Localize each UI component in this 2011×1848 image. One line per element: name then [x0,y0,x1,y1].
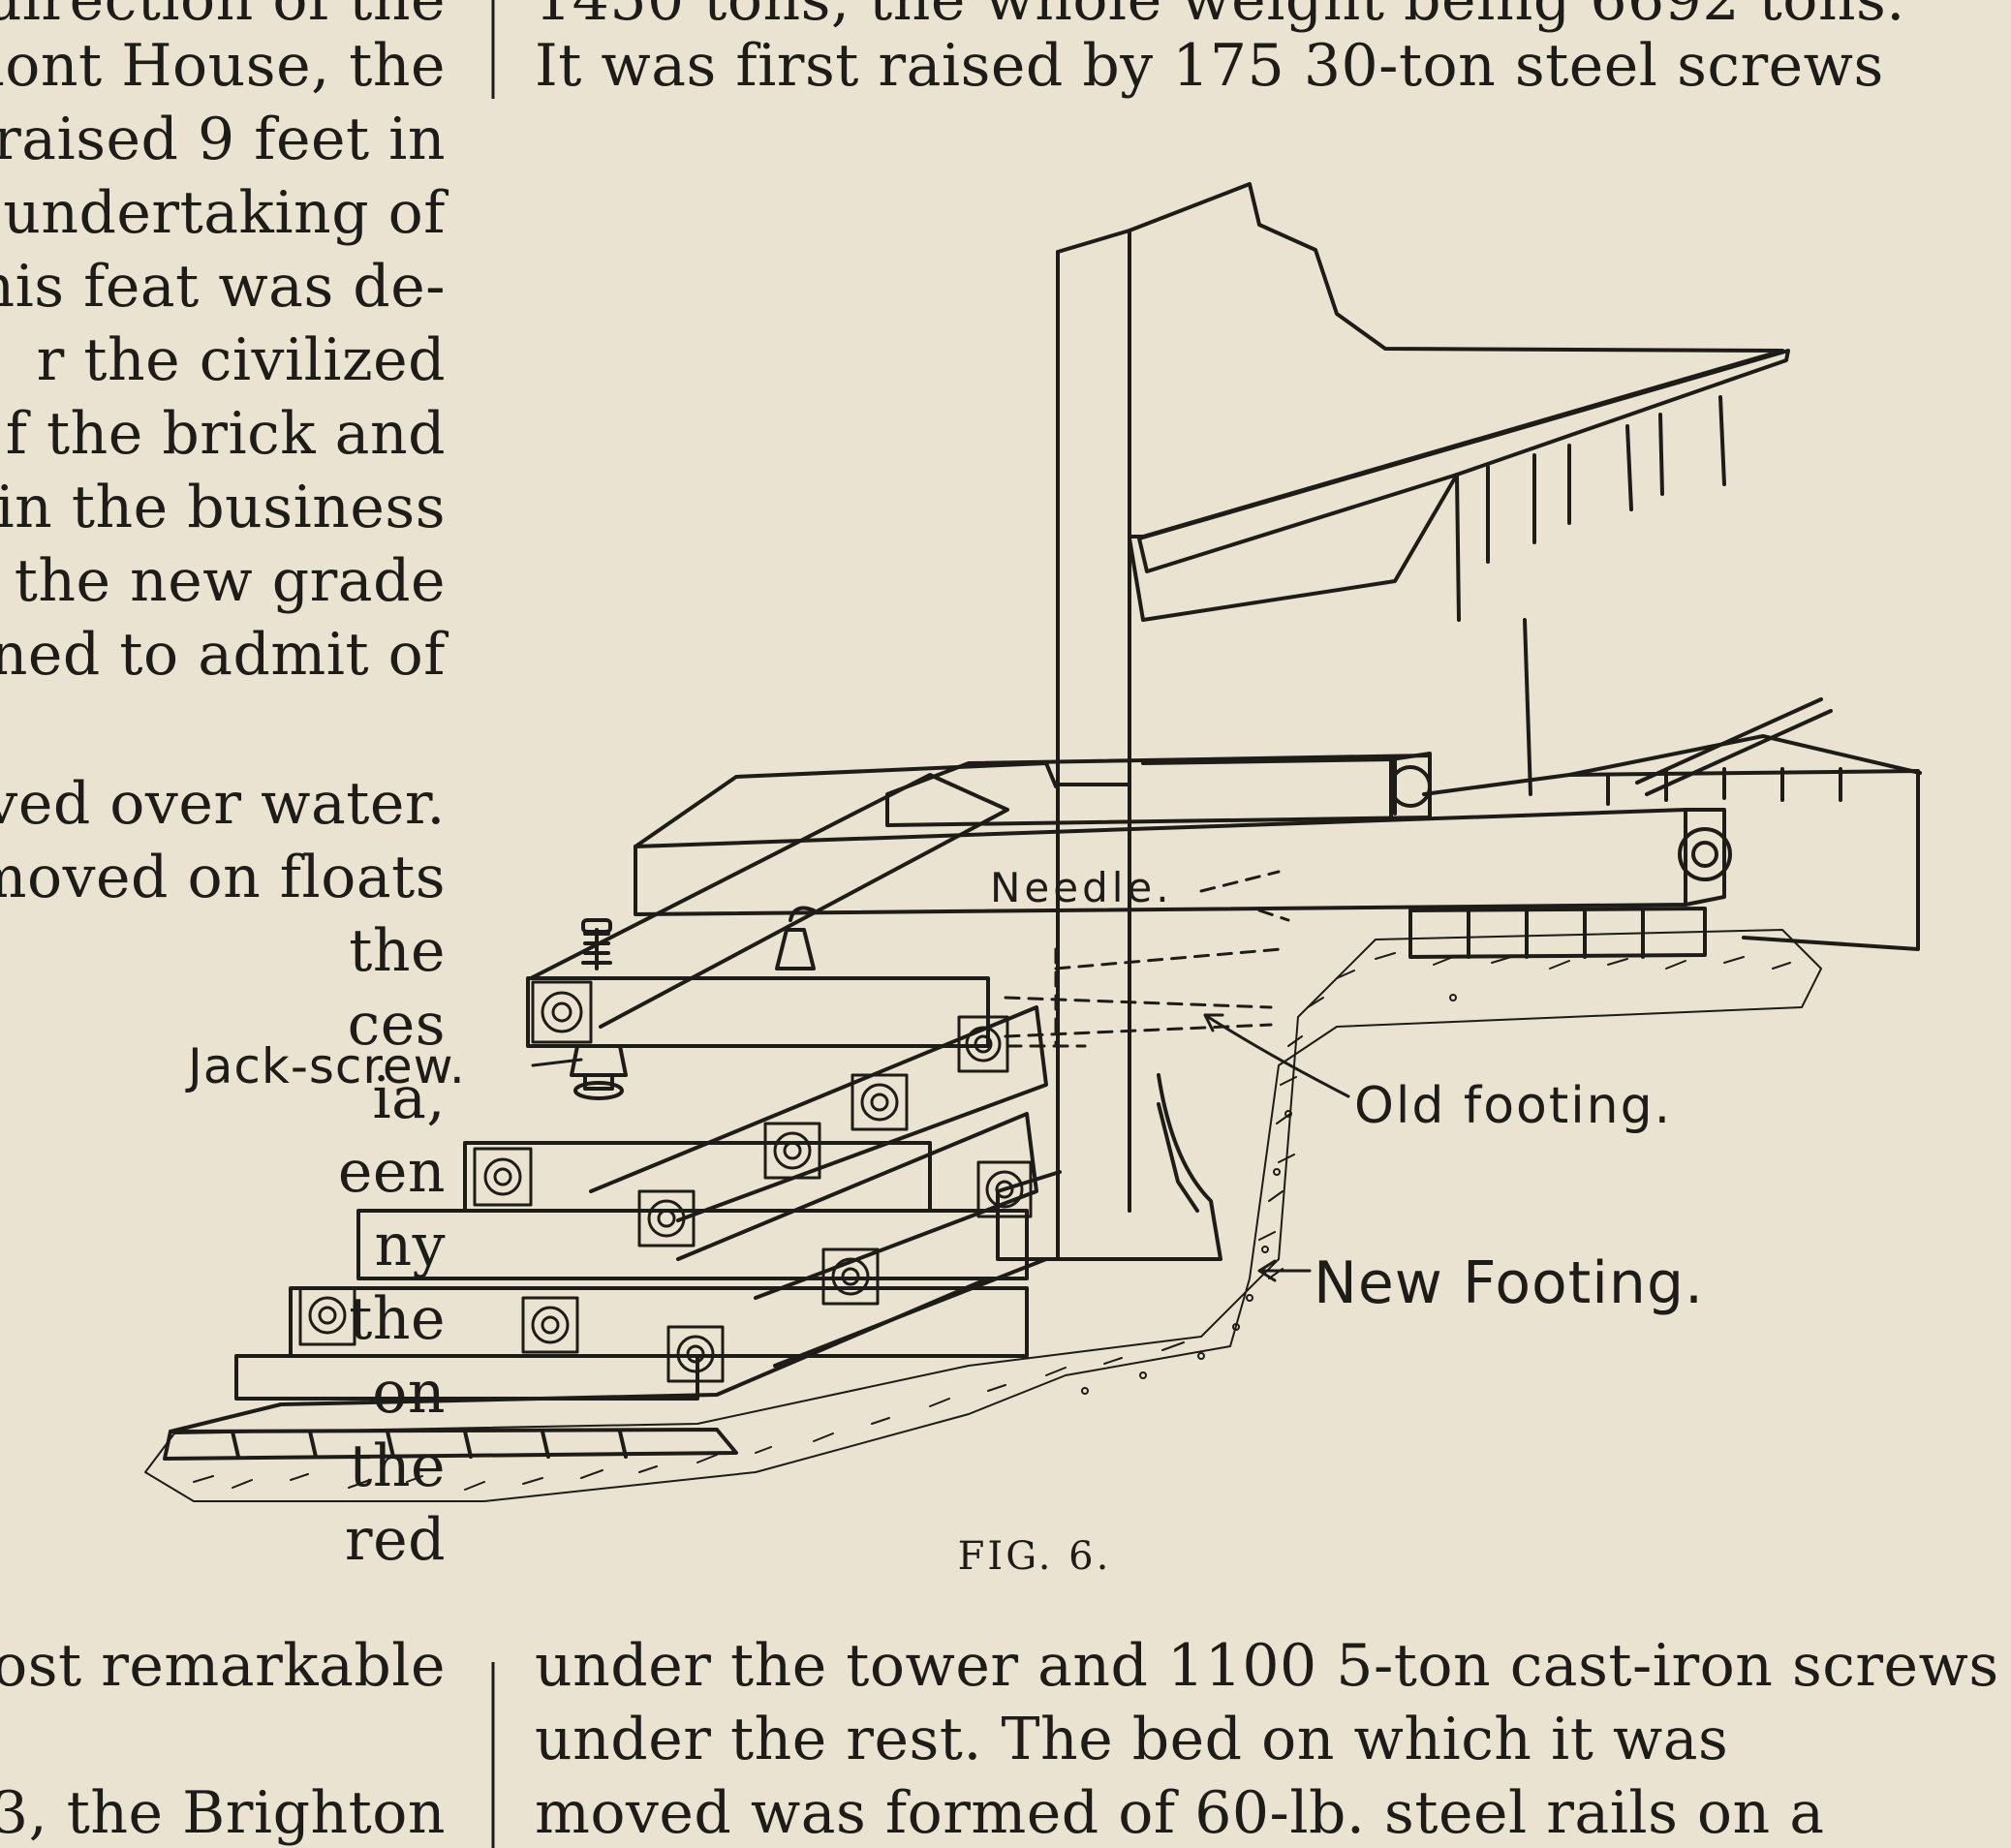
text-line: the [349,917,446,985]
text-line: 1450 tons, the whole weight being 6692 t… [535,0,1905,34]
text-line: ia, [372,1064,446,1132]
text-line: oved over water. [0,770,446,838]
figure-caption: FIG. 6. [957,1534,1112,1579]
text-line: most remarkable [0,1632,446,1700]
text-line: under the rest. The bed on which it was [535,1706,1729,1773]
text-line: raised 9 feet in [0,106,446,173]
text-line: 3, the Brighton [0,1779,446,1847]
text-line: It was first raised by 175 30-ton steel … [535,32,1884,100]
jack-screw-label: Jack-screw. [188,1038,466,1094]
text-line: een [337,1138,446,1206]
text-line: moved on floats [0,844,446,911]
text-line: ny [374,1212,446,1279]
text-line: his feat was de- [0,253,446,321]
text-line: in the business [0,474,446,541]
text-line: red [344,1506,446,1574]
text-line: undertaking of [3,179,446,247]
text-line: under the tower and 1100 5-ton cast-iron… [535,1632,1999,1700]
text-line: f the brick and [5,400,446,468]
text-line: on [372,1359,446,1427]
text-line: direction of the [0,0,446,34]
text-line: the [349,1285,446,1353]
text-line: r the civilized [36,326,446,394]
left-column-top: direction of the mont House, the raised … [0,0,446,1569]
new-footing-label: New Footing. [1314,1249,1705,1317]
old-footing-label: Old footing. [1354,1077,1673,1135]
text-line: the new grade [14,547,446,615]
needle-label: Needle. [990,864,1173,911]
text-line: ces [347,991,446,1059]
text-line: mont House, the [0,32,446,100]
left-column-bottom: most remarkable 3, the Brighton [0,1637,446,1848]
right-column-bottom: under the tower and 1100 5-ton cast-iron… [535,1637,1998,1848]
text-line: ned to admit of [0,621,446,689]
text-line: moved was formed of 60-lb. steel rails o… [535,1779,1825,1847]
text-line: the [349,1432,446,1500]
right-column-top: 1450 tons, the whole weight being 6692 t… [535,0,1930,116]
